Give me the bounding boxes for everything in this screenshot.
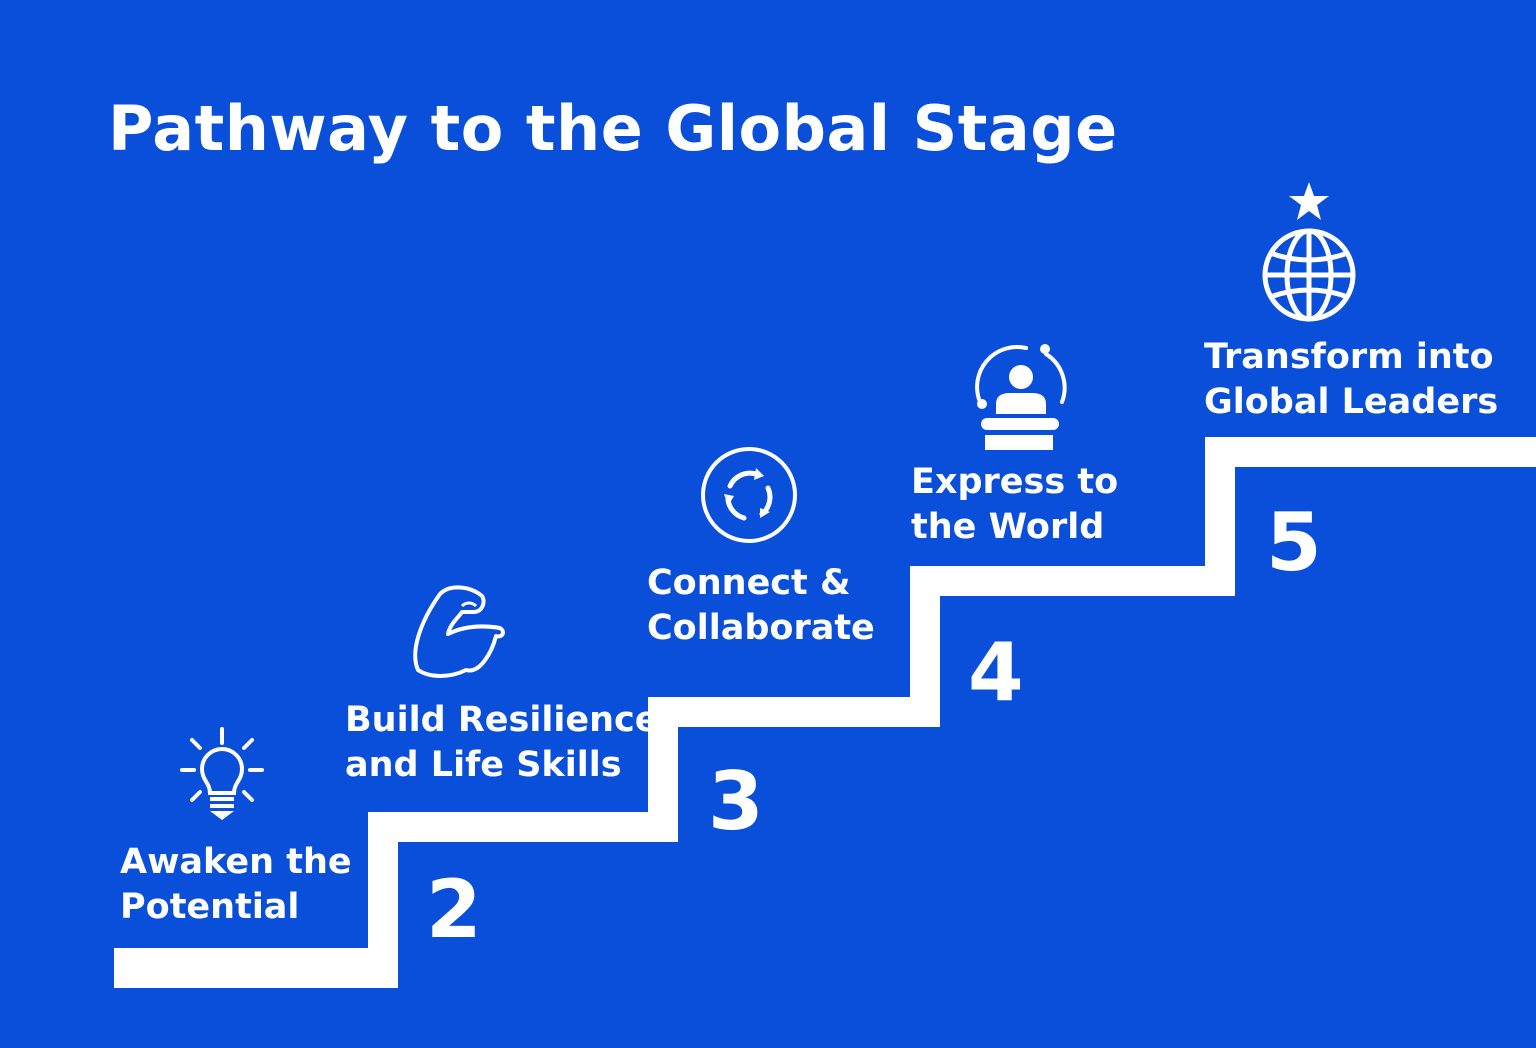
lightbulb-icon — [180, 727, 264, 820]
label-line: Transform into — [1204, 337, 1494, 377]
globe-star-icon — [1262, 182, 1356, 322]
step-label-4: Express to the World — [911, 460, 1118, 550]
label-line: and Life Skills — [345, 745, 622, 785]
step-label-3: Connect & Collaborate — [647, 561, 875, 651]
step-number-3: 3 — [708, 755, 764, 848]
label-line: Connect & — [647, 563, 851, 603]
label-line: Awaken the — [120, 842, 352, 882]
label-line: Collaborate — [647, 608, 875, 648]
step-label-1: Awaken the Potential — [120, 840, 352, 930]
step-label-2: Build Resilience and Life Skills — [345, 698, 658, 788]
page-title: Pathway to the Global Stage — [108, 92, 1118, 165]
label-line: the World — [911, 507, 1105, 547]
label-line: Potential — [120, 887, 300, 927]
step-number-5: 5 — [1266, 496, 1322, 589]
step-label-5: Transform into Global Leaders — [1204, 335, 1498, 425]
flexed-bicep-icon — [413, 585, 505, 678]
step-number-4: 4 — [968, 626, 1024, 719]
label-line: Express to — [911, 462, 1119, 502]
step-number-2: 2 — [426, 863, 482, 956]
label-line: Global Leaders — [1204, 382, 1499, 422]
label-line: Build Resilience — [345, 700, 659, 740]
cycle-arrows-icon — [701, 447, 797, 543]
speaker-podium-icon — [975, 344, 1067, 450]
